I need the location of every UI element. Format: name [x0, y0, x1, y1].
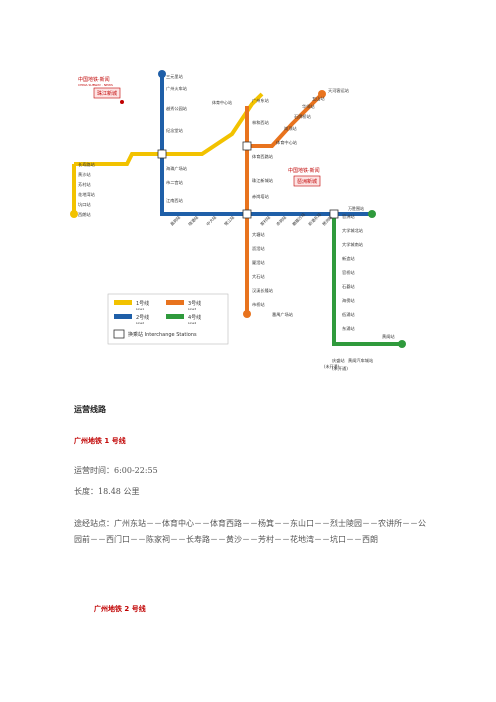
station-label: 石牌桥站 — [294, 113, 311, 120]
section-title: 运营线路 — [74, 405, 106, 414]
logo-right-tag-text: 琶洲新城 — [297, 178, 317, 185]
station-label: 番禺广场站 — [272, 311, 293, 318]
station-label: 三元里站 — [166, 73, 183, 80]
station-label: 黄沙站 — [78, 171, 91, 178]
legend-line2-label: 2号线 — [136, 314, 149, 321]
station-label: 海傍站 — [342, 297, 355, 304]
logo-left-dot — [120, 100, 124, 104]
station-label: 厦滘站 — [252, 259, 265, 266]
station-label: 官桥站 — [342, 269, 355, 276]
station-label: 长寿路站 — [78, 161, 95, 168]
station-label: 岗顶站 — [284, 125, 297, 132]
logo-left-tag-text: 珠江新城 — [97, 90, 117, 97]
station-label: 广州火车站 — [166, 85, 187, 92]
station-label: 林和西站 — [252, 119, 269, 126]
line4-terminal — [398, 340, 406, 348]
line1-stations: 途经站点：广州东站－－体育中心－－体育西路－－杨箕－－东山口－－烈士陵园－－农讲… — [74, 519, 426, 544]
station-label: 芳村站 — [78, 181, 91, 188]
logo-left-subtext: CHINA SUBWAY · NEWS — [78, 83, 113, 87]
legend-interchange-icon — [113, 329, 125, 339]
station-label: 越秀公园站 — [166, 105, 187, 112]
station-label: 东涌站 — [342, 325, 355, 332]
station-label: 黄阁汽车城站 — [348, 357, 373, 364]
station-label: 五山站 — [312, 95, 325, 102]
legend-interchange-label: 换乘站 Interchange Stations — [128, 331, 197, 338]
hub-label: 体育中心站 — [212, 99, 232, 105]
legend-line1-swatch — [114, 300, 132, 305]
line4-note: (未开通) — [324, 363, 340, 369]
station-label: 市二宫站 — [166, 179, 183, 186]
line1-title: 广州地铁 1 号线 — [74, 437, 126, 445]
interchange-icon — [242, 209, 252, 219]
station-label: 西朗站 — [78, 211, 91, 218]
legend-line4-label-en: Line4 — [188, 321, 196, 325]
line4-path — [332, 214, 402, 346]
station-label: 华师站 — [302, 103, 315, 110]
subway-map-svg: 中国地铁·新闻 CHINA SUBWAY · NEWS 珠江新城 中国地铁·新闻 — [70, 70, 406, 372]
line2-terminal-north — [158, 70, 166, 78]
line2-terminal-east — [368, 210, 376, 218]
logo-left-text: 中国地铁·新闻 — [78, 76, 110, 83]
legend-line1-label-en: Line1 — [136, 307, 144, 311]
line3-terminal-south — [243, 310, 251, 318]
station-label: 大学城北站 — [342, 227, 363, 234]
station-label: 汉溪长隆站 — [252, 287, 273, 294]
logo-left-bg — [76, 74, 138, 84]
legend-line4-swatch — [166, 314, 184, 319]
station-labels: 三元里站 广州火车站 越秀公园站 纪念堂站 海珠广场站 市二宫站 江南西站 长寿… — [78, 73, 395, 372]
logo-left: 中国地铁·新闻 CHINA SUBWAY · NEWS 珠江新城 — [76, 74, 138, 104]
line2-path — [160, 74, 372, 216]
logo-right-tag — [293, 175, 321, 187]
station-label: 沥滘站 — [252, 245, 265, 252]
station-label: 珠江新城站 — [252, 177, 273, 184]
line1-length: 长度：18.48 公里 — [74, 487, 140, 496]
line2-title: 广州地铁 2 号线 — [94, 605, 146, 613]
station-label: 市桥站 — [252, 301, 265, 308]
interchange-icon — [242, 141, 252, 151]
station-label: 体育西路站 — [252, 153, 273, 160]
legend-line1-label: 1号线 — [136, 300, 149, 307]
line1-terminal-west — [70, 210, 78, 218]
legend-line2-swatch — [114, 314, 132, 319]
line3-east-path — [247, 92, 324, 148]
station-label: 花地湾站 — [78, 191, 95, 198]
station-label: 纪念堂站 — [166, 127, 183, 134]
legend-line2-label-en: Line2 — [136, 321, 144, 325]
station-label: 坑口站 — [78, 201, 91, 208]
station-label: 官洲站 — [342, 213, 355, 220]
legend-line3-label: 3号线 — [188, 300, 201, 307]
station-label: 新造站 — [342, 255, 355, 262]
station-label: 广州东站 — [252, 97, 269, 104]
logo-right-text: 中国地铁·新闻 — [288, 167, 320, 174]
interchange-icon — [329, 209, 339, 219]
logo-right: 中国地铁·新闻 琶洲新城 — [288, 167, 321, 187]
station-label: 天河客运站 — [328, 87, 349, 94]
legend-line4-label: 4号线 — [188, 314, 201, 321]
station-label: 石碁站 — [342, 283, 355, 290]
station-label: 大学城南站 — [342, 241, 363, 248]
line1-hours: 运营时间：6:00-22:55 — [74, 466, 158, 475]
subway-map: 中国地铁·新闻 CHINA SUBWAY · NEWS 珠江新城 中国地铁·新闻 — [62, 64, 422, 384]
station-label: 江南西站 — [166, 197, 183, 204]
station-label: 赤岗塔站 — [252, 193, 269, 200]
station-label: 大石站 — [252, 273, 265, 280]
legend-line3-label-en: Line3 — [188, 307, 196, 311]
station-label: 体育中心站 — [276, 139, 297, 146]
logo-left-tag — [93, 87, 121, 99]
legend: 1号线 Line1 3号线 Line3 2号线 Line2 4号线 Line4 … — [107, 293, 229, 345]
interchange-icon — [157, 149, 167, 159]
station-label: 低涌站 — [342, 311, 355, 318]
station-label: 黄阁站 — [382, 333, 395, 340]
station-label: 大塘站 — [252, 231, 265, 238]
station-label: 万胜围站 — [348, 205, 364, 211]
station-label: 庆盛站 — [332, 357, 345, 364]
legend-line3-swatch — [166, 300, 184, 305]
station-label: 海珠广场站 — [166, 165, 187, 172]
line3-terminal-east — [318, 90, 326, 98]
station-label: (未开通) — [332, 365, 348, 372]
